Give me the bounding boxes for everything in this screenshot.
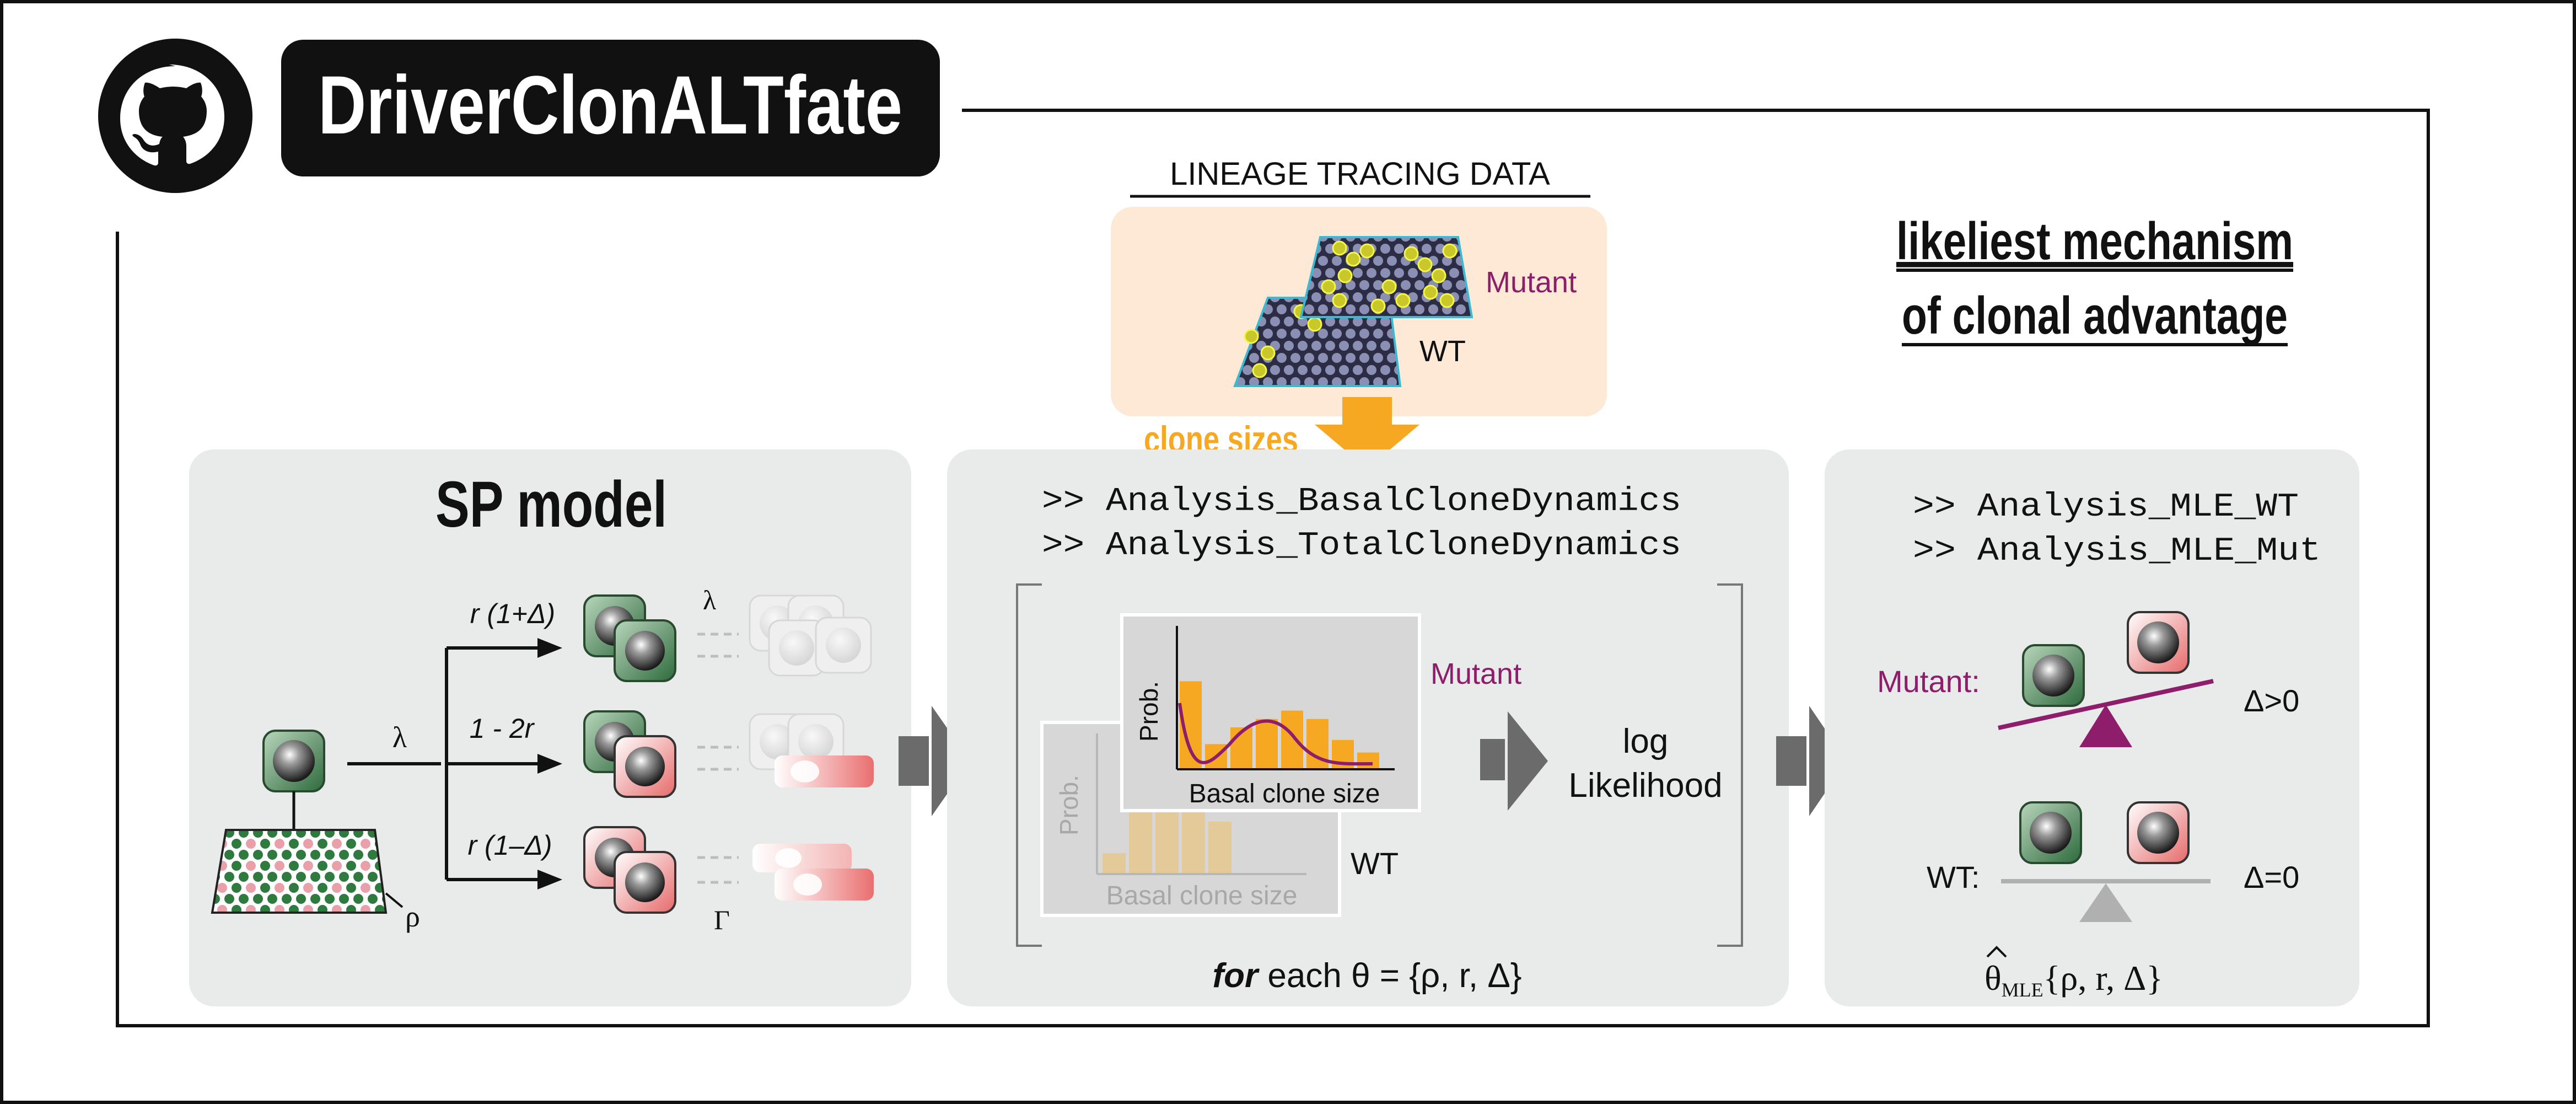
lineage-mutant-label: Mutant: [1486, 266, 1577, 299]
analysis-wt-label: WT: [1351, 846, 1399, 881]
mutant-hist-bar-3: [1230, 727, 1252, 769]
branch-bot-label: r (1–Δ): [467, 830, 552, 861]
mutant-hist-bar-5: [1281, 710, 1303, 769]
mutant-hist-bar-8: [1357, 752, 1379, 769]
mutant-fulcrum: [2079, 705, 2132, 747]
daughters-gr: [583, 710, 676, 798]
app-title: DriverClonALTfate: [318, 58, 902, 151]
conclusion-line1: likeliest mechanism: [1896, 212, 2293, 271]
theta-hat: θMLE{ρ, r, Δ}: [1985, 958, 2163, 1001]
wt-hist-bar-5: [1208, 822, 1231, 874]
mle-mutant-label: Mutant:: [1877, 664, 1980, 699]
inner-frame: [116, 109, 2430, 1027]
log-likelihood-line1: log: [1623, 722, 1669, 760]
wt-fulcrum: [2079, 883, 2132, 922]
delta-positive: Δ>0: [2244, 683, 2299, 718]
lambda-in: λ: [392, 721, 407, 754]
mutant-hist-bar-4: [1256, 719, 1278, 769]
fate-dashes: [697, 633, 739, 884]
wt-hist-bar-2: [1129, 811, 1152, 874]
title-pill: [281, 40, 940, 176]
for-keyword: for: [1213, 957, 1260, 995]
clone-sizes-arrow: [1315, 397, 1419, 469]
branch-arrows: [447, 638, 562, 889]
mle-cmd2: >> Analysis_MLE_Mut: [1913, 533, 2321, 570]
faded-progenitors: [749, 594, 872, 770]
mutant-balance-cells: [2022, 611, 2190, 707]
mle-cmd1: >> Analysis_MLE_WT: [1913, 489, 2299, 526]
for-each-theta: for each θ = {ρ, r, Δ}: [1213, 957, 1522, 995]
rho-pointer: [385, 892, 404, 908]
rho-label: ρ: [405, 900, 420, 933]
mutant-hist-ylabel: Prob.: [1134, 681, 1163, 742]
wt-histogram: Prob. Basal clone size: [1040, 721, 1341, 917]
theta-hat-caret: [1986, 946, 2007, 958]
bracket-right: [1717, 583, 1743, 947]
theta-symbol: θ: [1985, 958, 2002, 998]
wt-hist-ylabel: Prob.: [1055, 775, 1083, 835]
differentiated-cells: [752, 755, 874, 901]
bracket-left: [1016, 583, 1042, 947]
github-octocat-icon[interactable]: [98, 39, 252, 193]
for-rest: each θ = {ρ, r, Δ}: [1258, 957, 1521, 995]
sp-model-title: SP model: [435, 468, 667, 541]
mle-wt-label: WT:: [1927, 860, 1980, 894]
log-likelihood-line2: Likelihood: [1568, 767, 1722, 805]
mutant-hist-xlabel: Basal clone size: [1189, 779, 1380, 808]
mutant-yellow-cells: [1321, 240, 1458, 314]
branch-top-label: r (1+Δ): [470, 598, 555, 629]
gamma-out: Γ: [714, 904, 730, 935]
mutant-hist-bars: [1180, 681, 1379, 769]
progenitor-sheet: [211, 829, 388, 914]
lineage-wt-label: WT: [1419, 335, 1466, 368]
analysis-cmd1: >> Analysis_BasalCloneDynamics: [1042, 483, 1681, 521]
lineage-heading: LINEAGE TRACING DATA: [1170, 156, 1550, 192]
theta-set: {ρ, r, Δ}: [2043, 958, 2163, 998]
mutant-balance-beam: [1998, 679, 2214, 730]
daughters-gg: [583, 594, 676, 682]
mutant-histogram: Prob. Basal clone size: [1120, 613, 1421, 812]
theta-subscript: MLE: [2002, 979, 2043, 1001]
wt-hist-bar-1: [1103, 853, 1126, 874]
arrow-hist-to-likelihood: [1480, 711, 1548, 811]
analysis-mutant-label: Mutant: [1430, 657, 1521, 690]
wt-balance-cells: [2019, 801, 2190, 864]
mutant-fit-curve: [1178, 703, 1373, 766]
analysis-cmd2: >> Analysis_TotalCloneDynamics: [1042, 527, 1681, 565]
lambda-out: λ: [703, 585, 716, 615]
wt-hist-xlabel: Basal clone size: [1106, 881, 1298, 910]
conclusion-line2: of clonal advantage: [1902, 286, 2288, 345]
daughters-rr: [583, 826, 676, 914]
delta-zero: Δ=0: [2244, 860, 2299, 894]
branch-mid-label: 1 - 2r: [470, 713, 535, 744]
source-cell: [262, 730, 325, 792]
